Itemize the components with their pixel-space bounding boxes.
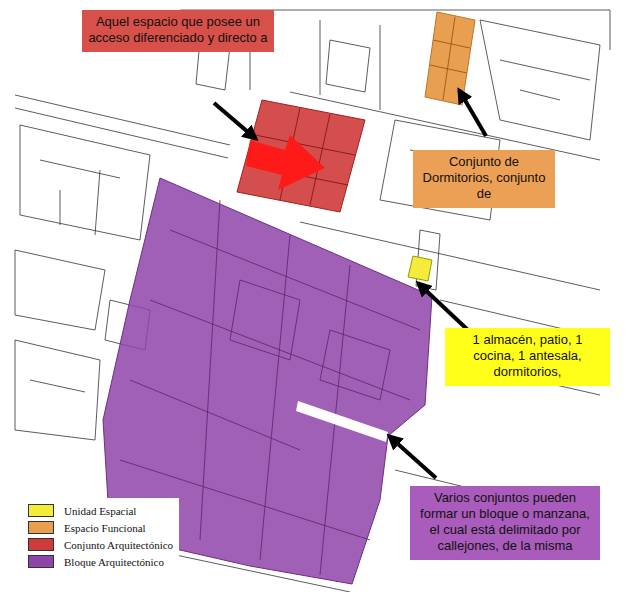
legend: Unidad EspacialEspacio FuncionalConjunto… [22, 498, 179, 574]
legend-swatch [28, 521, 54, 534]
legend-text: Espacio Funcional [64, 522, 146, 534]
legend-row: Unidad Espacial [28, 502, 173, 519]
callout-text: Aquel espacio que posee un acceso difere… [88, 14, 268, 46]
unit-region [408, 256, 432, 281]
legend-row: Bloque Arquitectónico [28, 553, 173, 570]
ensemble-region [237, 100, 365, 212]
callout-box: Conjunto de Dormitorios, conjunto de [413, 150, 555, 208]
callout-text: Varios conjuntos pueden formar un bloque… [416, 490, 594, 554]
entry-arrow [246, 135, 325, 190]
legend-swatch [28, 538, 54, 551]
functional-region [425, 12, 475, 105]
alley-gap [296, 401, 388, 442]
legend-text: Conjunto Arquitectónico [64, 539, 173, 551]
callout-box: Aquel espacio que posee un acceso difere… [82, 10, 274, 52]
callout-text: Conjunto de Dormitorios, conjunto de [419, 154, 549, 202]
legend-text: Unidad Espacial [64, 505, 136, 517]
legend-swatch [28, 504, 54, 517]
legend-row: Espacio Funcional [28, 519, 173, 536]
leader-arrows [214, 90, 486, 478]
callout-box: 1 almacén, patio, 1 cocina, 1 antesala, … [445, 328, 610, 386]
callout-box: Varios conjuntos pueden formar un bloque… [410, 486, 600, 560]
callout-text: 1 almacén, patio, 1 cocina, 1 antesala, … [451, 332, 604, 380]
legend-row: Conjunto Arquitectónico [28, 536, 173, 553]
wall-lines [15, 10, 610, 592]
functional-walls [430, 17, 470, 100]
legend-text: Bloque Arquitectónico [64, 556, 164, 568]
legend-swatch [28, 555, 54, 568]
